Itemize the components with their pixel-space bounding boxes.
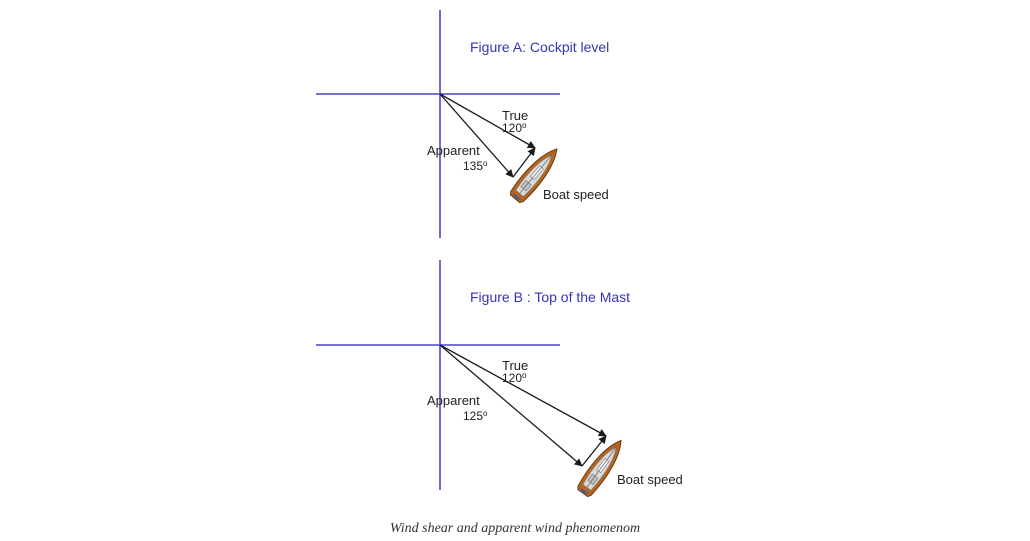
figure-a-true-angle: 120o	[502, 121, 527, 135]
figure-b-apparent-wind-arrow	[439, 344, 583, 467]
figure-a-true-label: True	[502, 108, 528, 123]
figure-a-apparent-wind-arrow	[439, 93, 514, 178]
figure-b-true-angle: 120o	[502, 371, 527, 385]
figure-a-apparent-label: Apparent	[427, 143, 480, 158]
figure-b-apparent-angle: 125o	[463, 409, 488, 423]
figure-a-true-wind-arrow	[439, 93, 536, 149]
figure-a-title: Figure A: Cockpit level	[470, 39, 609, 55]
figure-b-true-wind-arrow	[439, 344, 607, 437]
figure-b-apparent-label: Apparent	[427, 393, 480, 408]
figure-b-boat	[577, 439, 622, 498]
figure-a-boat-speed-arrow	[512, 147, 536, 178]
figure-a: Figure A: Cockpit level True 120o Appare…	[316, 10, 609, 238]
figure-b-boat-speed-label: Boat speed	[617, 472, 683, 487]
figure-a-boat	[509, 148, 558, 204]
figure-b-true-label: True	[502, 358, 528, 373]
figure-b-boat-speed-arrow	[581, 435, 607, 467]
figure-a-boat-speed-label: Boat speed	[543, 187, 609, 202]
figure-b-title: Figure B : Top of the Mast	[470, 289, 630, 305]
figure-caption: Wind shear and apparent wind phenomenom	[389, 521, 641, 536]
figure-a-apparent-angle: 135o	[463, 159, 488, 173]
figure-b: Figure B : Top of the Mast True 120o App…	[316, 260, 683, 498]
